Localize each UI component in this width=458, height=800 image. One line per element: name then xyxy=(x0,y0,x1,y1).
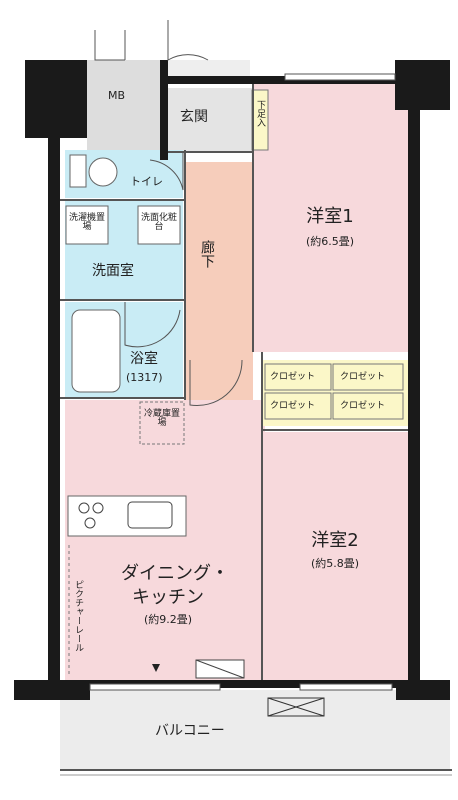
yoshitsu1-label: 洋室1 xyxy=(306,206,354,227)
wall-bottom-mid xyxy=(90,680,396,688)
closet-label-2: クロゼット xyxy=(340,372,386,382)
reizoko-label: 冷蔵庫置場 xyxy=(143,409,180,428)
wall-top-left-block xyxy=(25,60,87,138)
stove-burner-3 xyxy=(84,517,96,529)
dk-label-line2: キッチン xyxy=(132,587,204,608)
toilet-bowl xyxy=(69,154,87,188)
exterior-top-right xyxy=(165,60,250,80)
corridor-floor xyxy=(185,162,253,400)
mb-shaft xyxy=(87,60,165,160)
stove-burner-1 xyxy=(78,502,90,514)
washing-machine-place xyxy=(65,205,109,245)
senmenshitsu-label: 洗面室 xyxy=(92,263,134,279)
balcony-hatch-x2 xyxy=(267,697,325,717)
mb-label: MB xyxy=(108,89,126,102)
closet-2 xyxy=(332,363,404,391)
wall-right xyxy=(408,80,420,695)
closet-label-3: クロゼット xyxy=(270,401,316,411)
dk-floor xyxy=(65,400,265,680)
sentakuki-label: 洗濯機置場 xyxy=(68,213,105,232)
dk-label-line1: ダイニング・ xyxy=(121,563,229,584)
yoshitsu1-floor xyxy=(253,82,409,352)
senmen-kesho-label: 洗面化粧台 xyxy=(140,213,177,232)
window-bottom-yoshitsu2 xyxy=(299,683,393,691)
roka-label: 廊下 xyxy=(199,240,215,268)
closet-label-1: クロゼット xyxy=(270,372,316,382)
toilet-seat xyxy=(88,157,118,187)
kitchen-sink xyxy=(127,501,173,529)
picture-rail-label: ピクチャーレール xyxy=(73,580,83,652)
wall-bottom-left-block xyxy=(14,680,90,700)
toilet-label: トイレ xyxy=(130,175,163,188)
arrow-down-icon xyxy=(152,664,160,672)
closet-4 xyxy=(332,392,404,420)
yoshitsu1-size: (約6.5畳) xyxy=(305,235,355,248)
closet-3 xyxy=(264,392,332,420)
yoshitsu2-label: 洋室2 xyxy=(311,530,359,551)
door-dk xyxy=(189,359,243,407)
wall-left xyxy=(48,135,60,695)
genkan-label: 玄関 xyxy=(180,109,208,125)
window-top-yoshitsu1 xyxy=(284,73,396,81)
door-bath xyxy=(124,302,181,348)
yokushitsu-size: (1317) xyxy=(126,371,163,384)
closet-1 xyxy=(264,363,332,391)
vanity xyxy=(137,205,181,245)
yoshitsu2-floor xyxy=(262,432,409,680)
closet-label-4: クロゼット xyxy=(340,401,386,411)
door-entrance xyxy=(167,20,209,61)
balcony-hatch xyxy=(267,697,325,717)
door-toilet xyxy=(149,152,184,191)
window-bottom-dk xyxy=(89,683,221,691)
balcony-floor xyxy=(60,690,450,770)
bathtub xyxy=(71,309,121,393)
kitchen-counter xyxy=(67,495,187,537)
stove-burner-2 xyxy=(92,502,104,514)
balcony-label: バルコニー xyxy=(155,723,225,739)
wall-bottom-right-block xyxy=(396,680,450,700)
floor-hatch-diag xyxy=(195,659,245,679)
fridge-place xyxy=(139,401,185,445)
door-mb xyxy=(94,30,126,61)
dk-size: (約9.2畳) xyxy=(143,613,193,626)
getabako-label: 下足入 xyxy=(255,100,265,127)
yokushitsu-label: 浴室 xyxy=(130,351,158,367)
yoshitsu2-size: (約5.8畳) xyxy=(310,557,360,570)
wall-mb-right xyxy=(160,60,168,160)
wall-top-right-block xyxy=(395,60,450,110)
genkan-floor xyxy=(168,88,252,152)
